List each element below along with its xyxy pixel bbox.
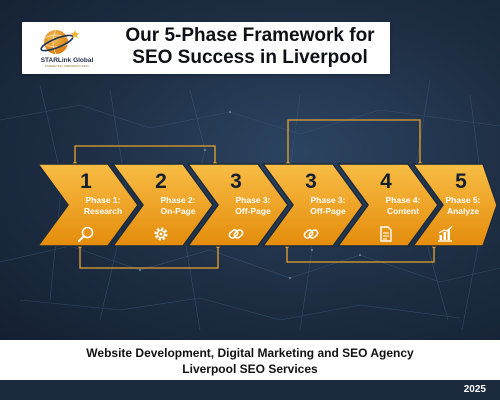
bar-chart-icon (436, 225, 454, 243)
phase-3-label-line-2: Off-Page (235, 205, 271, 216)
phase-arrow-6 (412, 163, 498, 247)
phase-5-label-line-1: Phase 4: (385, 195, 421, 205)
phase-4-label-line-2: Off-Page (310, 205, 346, 216)
phase-5-label: Phase 4: Content (374, 195, 432, 216)
connector-3-5 (287, 119, 421, 164)
connector-1-3 (74, 145, 216, 164)
phase-connectors (74, 119, 435, 269)
chain-link-icon (302, 225, 320, 243)
phase-2-label-line-1: Phase 2: (160, 195, 196, 205)
phase-arrow-4 (262, 163, 364, 247)
phase-3-label: Phase 3: Off-Page (224, 195, 282, 216)
phase-6-label: Phase 5: Analyze (434, 195, 492, 216)
footer-line-1: Website Development, Digital Marketing a… (86, 346, 414, 360)
logo-tagline: CONNECTING TOMORROW TODAY (44, 65, 90, 68)
phase-2-label: Phase 2: On-Page (149, 195, 207, 216)
phase-3-label-line-1: Phase 3: (235, 195, 271, 205)
phase-5-label-line-2: Content (386, 205, 420, 216)
phase-2-label-line-2: On-Page (160, 205, 196, 216)
phase-3-number: 3 (230, 170, 242, 193)
phase-arrow-5 (337, 163, 439, 247)
phase-6-number: 5 (455, 170, 467, 193)
bottom-bar: 2025 (0, 380, 500, 400)
page-title: Our 5-Phase Framework for SEO Success in… (114, 25, 386, 69)
document-icon (377, 225, 395, 243)
phase-1-label: Phase 1: Research (74, 195, 132, 216)
phase-arrow-1 (37, 163, 139, 247)
company-logo: STARLink Global CONNECTING TOMORROW TODA… (26, 26, 108, 70)
logo-name: STARLink Global (40, 57, 94, 64)
phase-1-label-line-1: Phase 1: (85, 195, 121, 205)
magnifier-icon (77, 225, 95, 243)
phase-6-label-line-1: Phase 5: (445, 195, 481, 205)
phase-5-number: 4 (380, 170, 392, 193)
phase-diagram (37, 119, 498, 269)
connector-3-6-bottom (286, 246, 435, 263)
phase-arrow-2 (112, 163, 214, 247)
phase-arrow-3 (187, 163, 289, 247)
phase-1-label-line-2: Research (83, 205, 123, 216)
phase-4-label-line-1: Phase 3: (310, 195, 346, 205)
phase-2-number: 2 (155, 170, 167, 193)
year-label: 2025 (463, 384, 486, 395)
phase-4-number: 3 (305, 170, 317, 193)
chain-link-icon (227, 225, 245, 243)
phase-6-label-line-2: Analyze (446, 205, 480, 216)
phase-4-label: Phase 3: Off-Page (299, 195, 357, 216)
title-line-2: SEO Success in Liverpool (132, 47, 368, 68)
footer-banner: Website Development, Digital Marketing a… (0, 340, 500, 380)
connector-1-3-bottom (79, 246, 219, 269)
footer-line-2: Liverpool SEO Services (182, 362, 318, 376)
phase-1-number: 1 (80, 170, 92, 193)
title-banner: STARLink Global CONNECTING TOMORROW TODA… (22, 22, 390, 74)
gear-icon (152, 225, 170, 243)
logo-globe-icon (40, 29, 80, 55)
title-line-1: Our 5-Phase Framework for (125, 25, 375, 46)
